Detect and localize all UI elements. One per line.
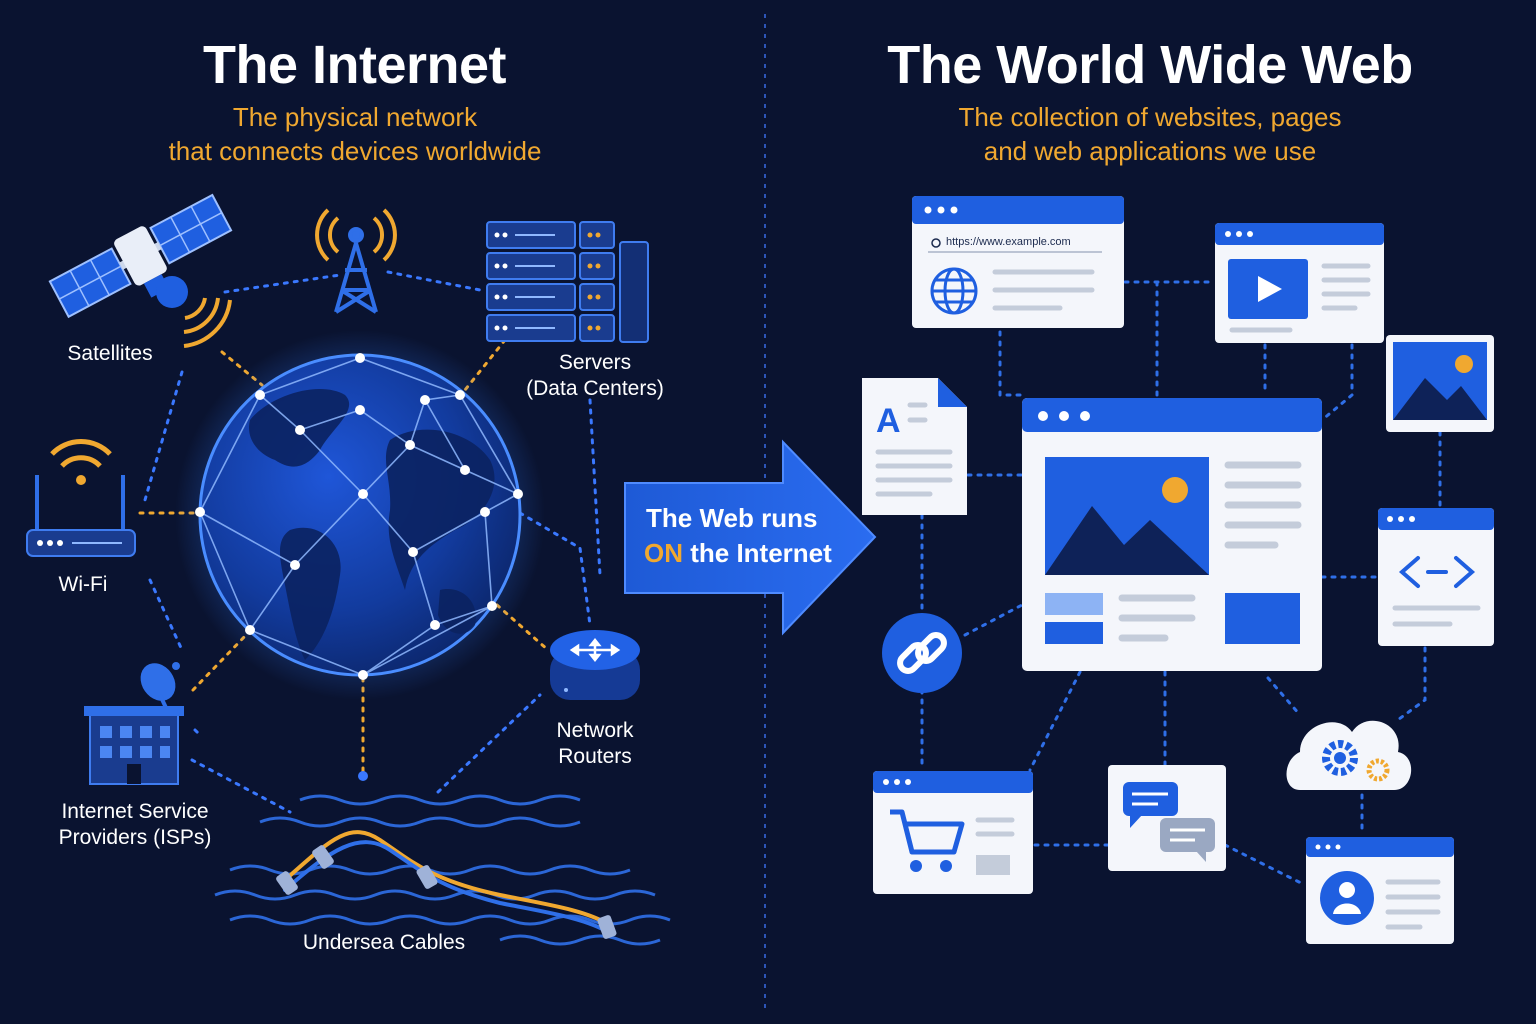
code-card (1378, 508, 1494, 646)
link-icon (882, 613, 962, 693)
globe (175, 330, 545, 781)
document-card: A (862, 378, 967, 515)
browser-url-text: https://www.example.com (946, 236, 1071, 248)
shopping-card (873, 771, 1033, 894)
play-icon (1258, 276, 1282, 302)
arrow-label-line1: The Web runs (646, 503, 818, 533)
web-runs-on-internet-arrow (624, 439, 877, 636)
shopping-cart-icon (890, 809, 965, 855)
mountain-image-icon (1393, 378, 1487, 420)
satellite-icon (48, 193, 233, 348)
network-router-icon (550, 630, 640, 700)
code-brackets-icon (1398, 556, 1476, 588)
user-avatar-icon (1320, 871, 1374, 925)
arrow-label-highlight: ON (644, 538, 683, 568)
undersea-cables (276, 830, 617, 939)
servers-icon (486, 221, 649, 343)
isp-building-icon (84, 662, 184, 785)
search-icon (931, 238, 941, 248)
cloud-settings-icon (1286, 720, 1412, 790)
chat-card (1108, 765, 1226, 871)
main-website-card (1022, 398, 1322, 671)
profile-card (1306, 837, 1454, 944)
video-page-card (1215, 223, 1384, 343)
globe-icon (930, 267, 978, 315)
arrow-label-rest: the Internet (683, 538, 832, 568)
image-card (1386, 335, 1494, 432)
browser-url-card (912, 196, 1124, 328)
web-connections (920, 280, 1442, 887)
arrow-label-line2: ON the Internet (644, 535, 864, 571)
letter-a-icon: A (876, 402, 901, 440)
chat-bubbles-icon (1123, 782, 1215, 862)
wifi-router-icon (26, 439, 136, 557)
cell-tower-icon (315, 208, 397, 314)
network-nodes (195, 353, 523, 781)
